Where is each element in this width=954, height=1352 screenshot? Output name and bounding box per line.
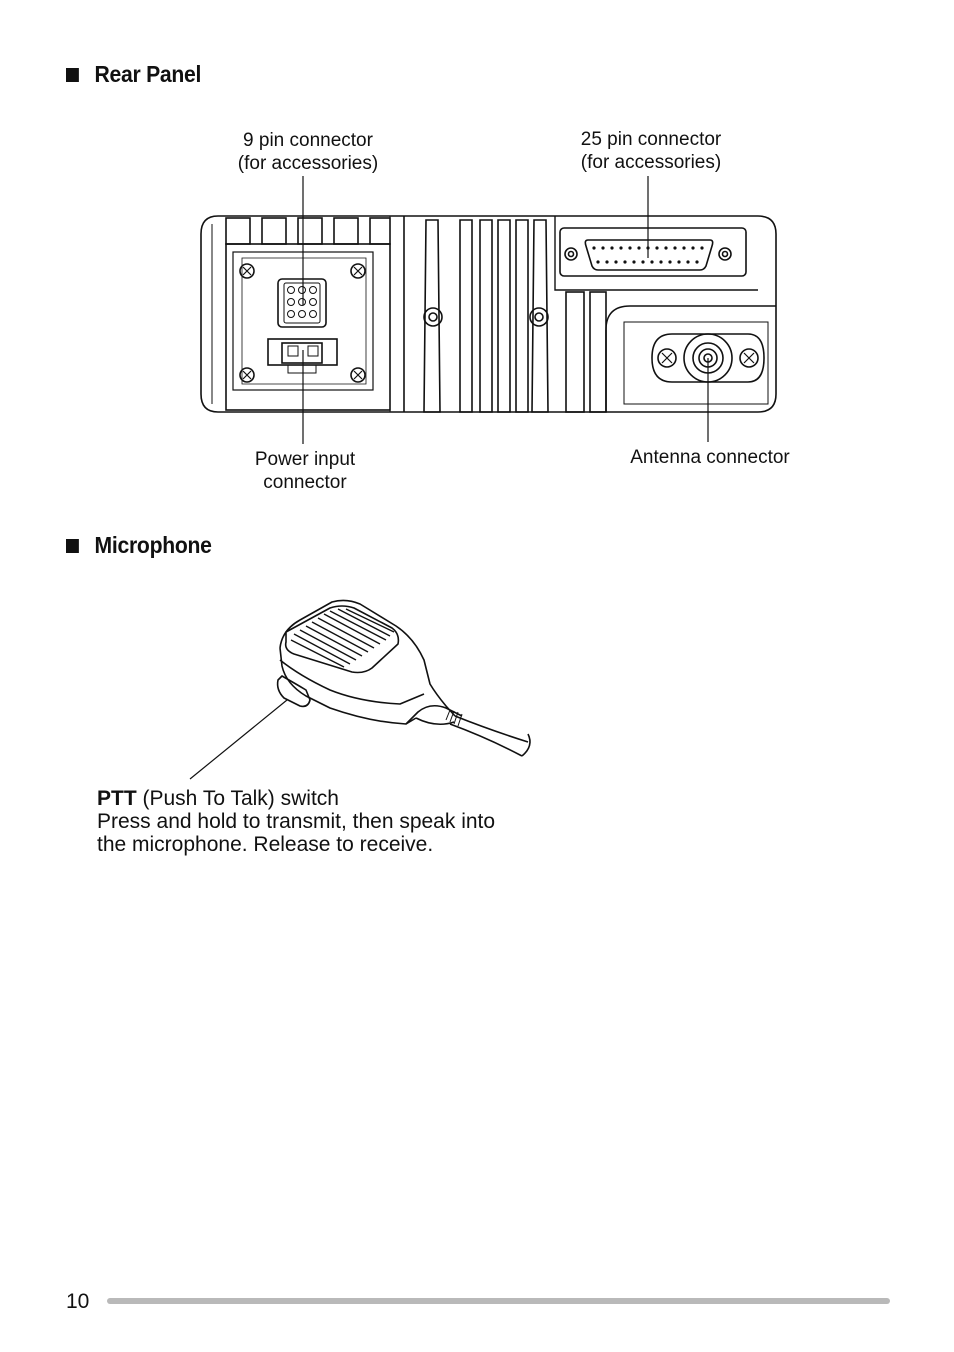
leader-line-ptt — [189, 699, 288, 780]
rear-panel-title: Rear Panel — [94, 61, 202, 87]
ptt-caption-line3: the microphone. Release to receive. — [97, 833, 434, 856]
footer-rule — [107, 1298, 890, 1304]
power-input-label: Power input connector — [254, 449, 356, 493]
rear-panel-heading: Rear Panel — [66, 61, 201, 88]
antenna-label: Antenna connector — [630, 447, 790, 468]
page-number: 10 — [66, 1290, 90, 1313]
microphone-heading: Microphone — [66, 532, 212, 559]
ptt-caption: PTT (Push To Talk) switch Press and hold… — [97, 787, 495, 856]
ptt-caption-line1: PTT (Push To Talk) switch — [97, 787, 339, 810]
nine-pin-label: 9 pin connector (for accessories) — [237, 130, 379, 174]
square-bullet-icon — [66, 67, 79, 82]
twentyfive-pin-label: 25 pin connector (for accessories) — [580, 129, 722, 173]
square-bullet-icon — [66, 538, 79, 553]
microphone-title: Microphone — [94, 532, 212, 558]
ptt-caption-line2: Press and hold to transmit, then speak i… — [97, 810, 496, 833]
